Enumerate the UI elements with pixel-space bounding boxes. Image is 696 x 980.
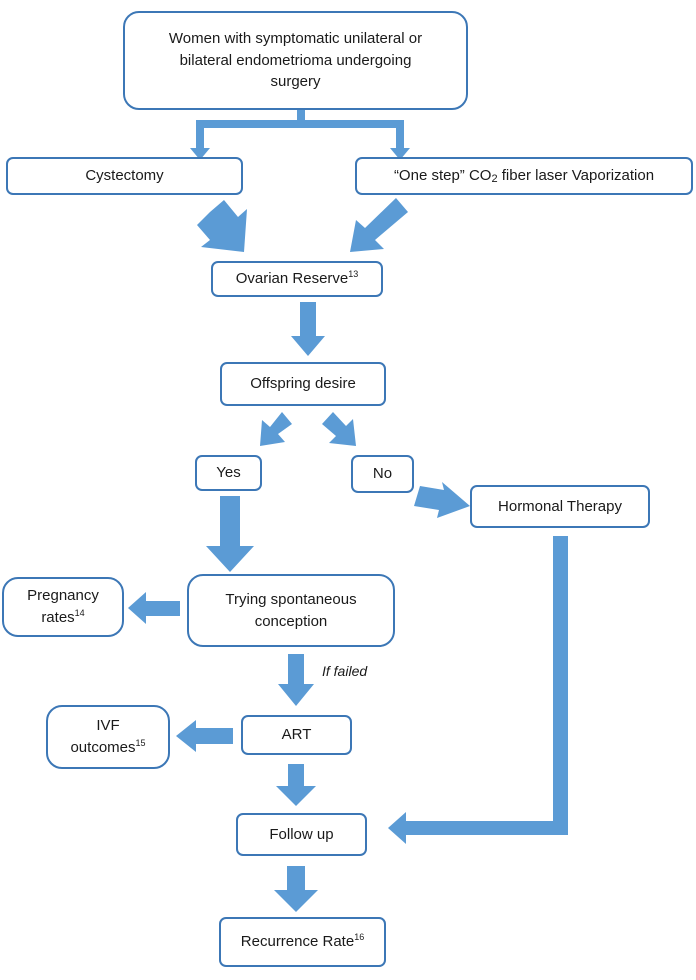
- node-art: ART: [241, 715, 352, 755]
- arrow-followup-to-recurrence: [274, 866, 318, 912]
- trying-line2: conception: [254, 612, 328, 630]
- node-cystectomy: Cystectomy: [6, 157, 243, 195]
- node-follow-up: Follow up: [236, 813, 367, 856]
- node-hormonal-therapy: Hormonal Therapy: [470, 485, 650, 528]
- pregnancy-rates-ref: 14: [74, 608, 85, 618]
- ivf-line2: outcomes15: [70, 738, 146, 757]
- offspring-desire-label: Offspring desire: [250, 375, 356, 393]
- ivf-line1: IVF: [96, 717, 120, 735]
- arrow-cystectomy-to-reserve: [197, 200, 247, 252]
- yes-label: Yes: [216, 464, 241, 482]
- cystectomy-label: Cystectomy: [85, 167, 164, 185]
- arrow-trying-to-art: [278, 654, 314, 706]
- hormonal-therapy-label: Hormonal Therapy: [498, 497, 622, 515]
- split-connector: [190, 110, 410, 160]
- if-failed-label: If failed: [322, 663, 368, 679]
- no-label: No: [372, 465, 393, 483]
- ivf-ref: 15: [135, 738, 146, 748]
- recurrence-rate-label: Recurrence Rate16: [240, 932, 365, 951]
- node-ivf-outcomes: IVF outcomes15: [46, 705, 170, 769]
- node-recurrence-rate: Recurrence Rate16: [219, 917, 386, 967]
- pregnancy-rates-line1: Pregnancy: [27, 587, 99, 605]
- node-yes: Yes: [195, 455, 262, 491]
- node-offspring-desire: Offspring desire: [220, 362, 386, 406]
- node-pregnancy-rates: Pregnancy rates14: [2, 577, 124, 637]
- arrow-no-to-hormonal: [414, 482, 470, 518]
- population-line1: Women with symptomatic unilateral or: [168, 29, 423, 47]
- trying-line1: Trying spontaneous: [225, 590, 357, 608]
- node-population: Women with symptomatic unilateral or bil…: [123, 11, 468, 110]
- population-line3: surgery: [270, 73, 321, 91]
- node-laser-vaporization: “One step” CO2 fiber laser Vaporization: [355, 157, 693, 195]
- node-ovarian-reserve: Ovarian Reserve13: [211, 261, 383, 297]
- recurrence-rate-ref: 16: [354, 932, 365, 943]
- arrow-offspring-to-no: [322, 412, 356, 446]
- arrow-yes-to-trying: [206, 496, 254, 572]
- art-label: ART: [281, 726, 312, 744]
- follow-up-label: Follow up: [269, 825, 334, 843]
- population-line2: bilateral endometrioma undergoing: [179, 51, 412, 69]
- node-trying-spontaneous: Trying spontaneous conception: [187, 574, 395, 647]
- ovarian-reserve-label: Ovarian Reserve13: [235, 269, 359, 288]
- node-no: No: [351, 455, 414, 493]
- ovarian-reserve-ref: 13: [348, 269, 359, 280]
- laser-label: “One step” CO2 fiber laser Vaporization: [393, 167, 655, 186]
- arrow-laser-to-reserve: [350, 198, 408, 252]
- arrow-art-to-followup: [276, 764, 316, 806]
- arrow-art-to-ivf: [176, 720, 233, 752]
- arrow-reserve-to-offspring: [291, 302, 325, 356]
- arrow-hormonal-to-followup: [388, 536, 568, 844]
- arrow-offspring-to-yes: [260, 412, 292, 446]
- arrow-trying-to-pregnancy: [128, 592, 180, 624]
- pregnancy-rates-line2: rates14: [41, 608, 85, 627]
